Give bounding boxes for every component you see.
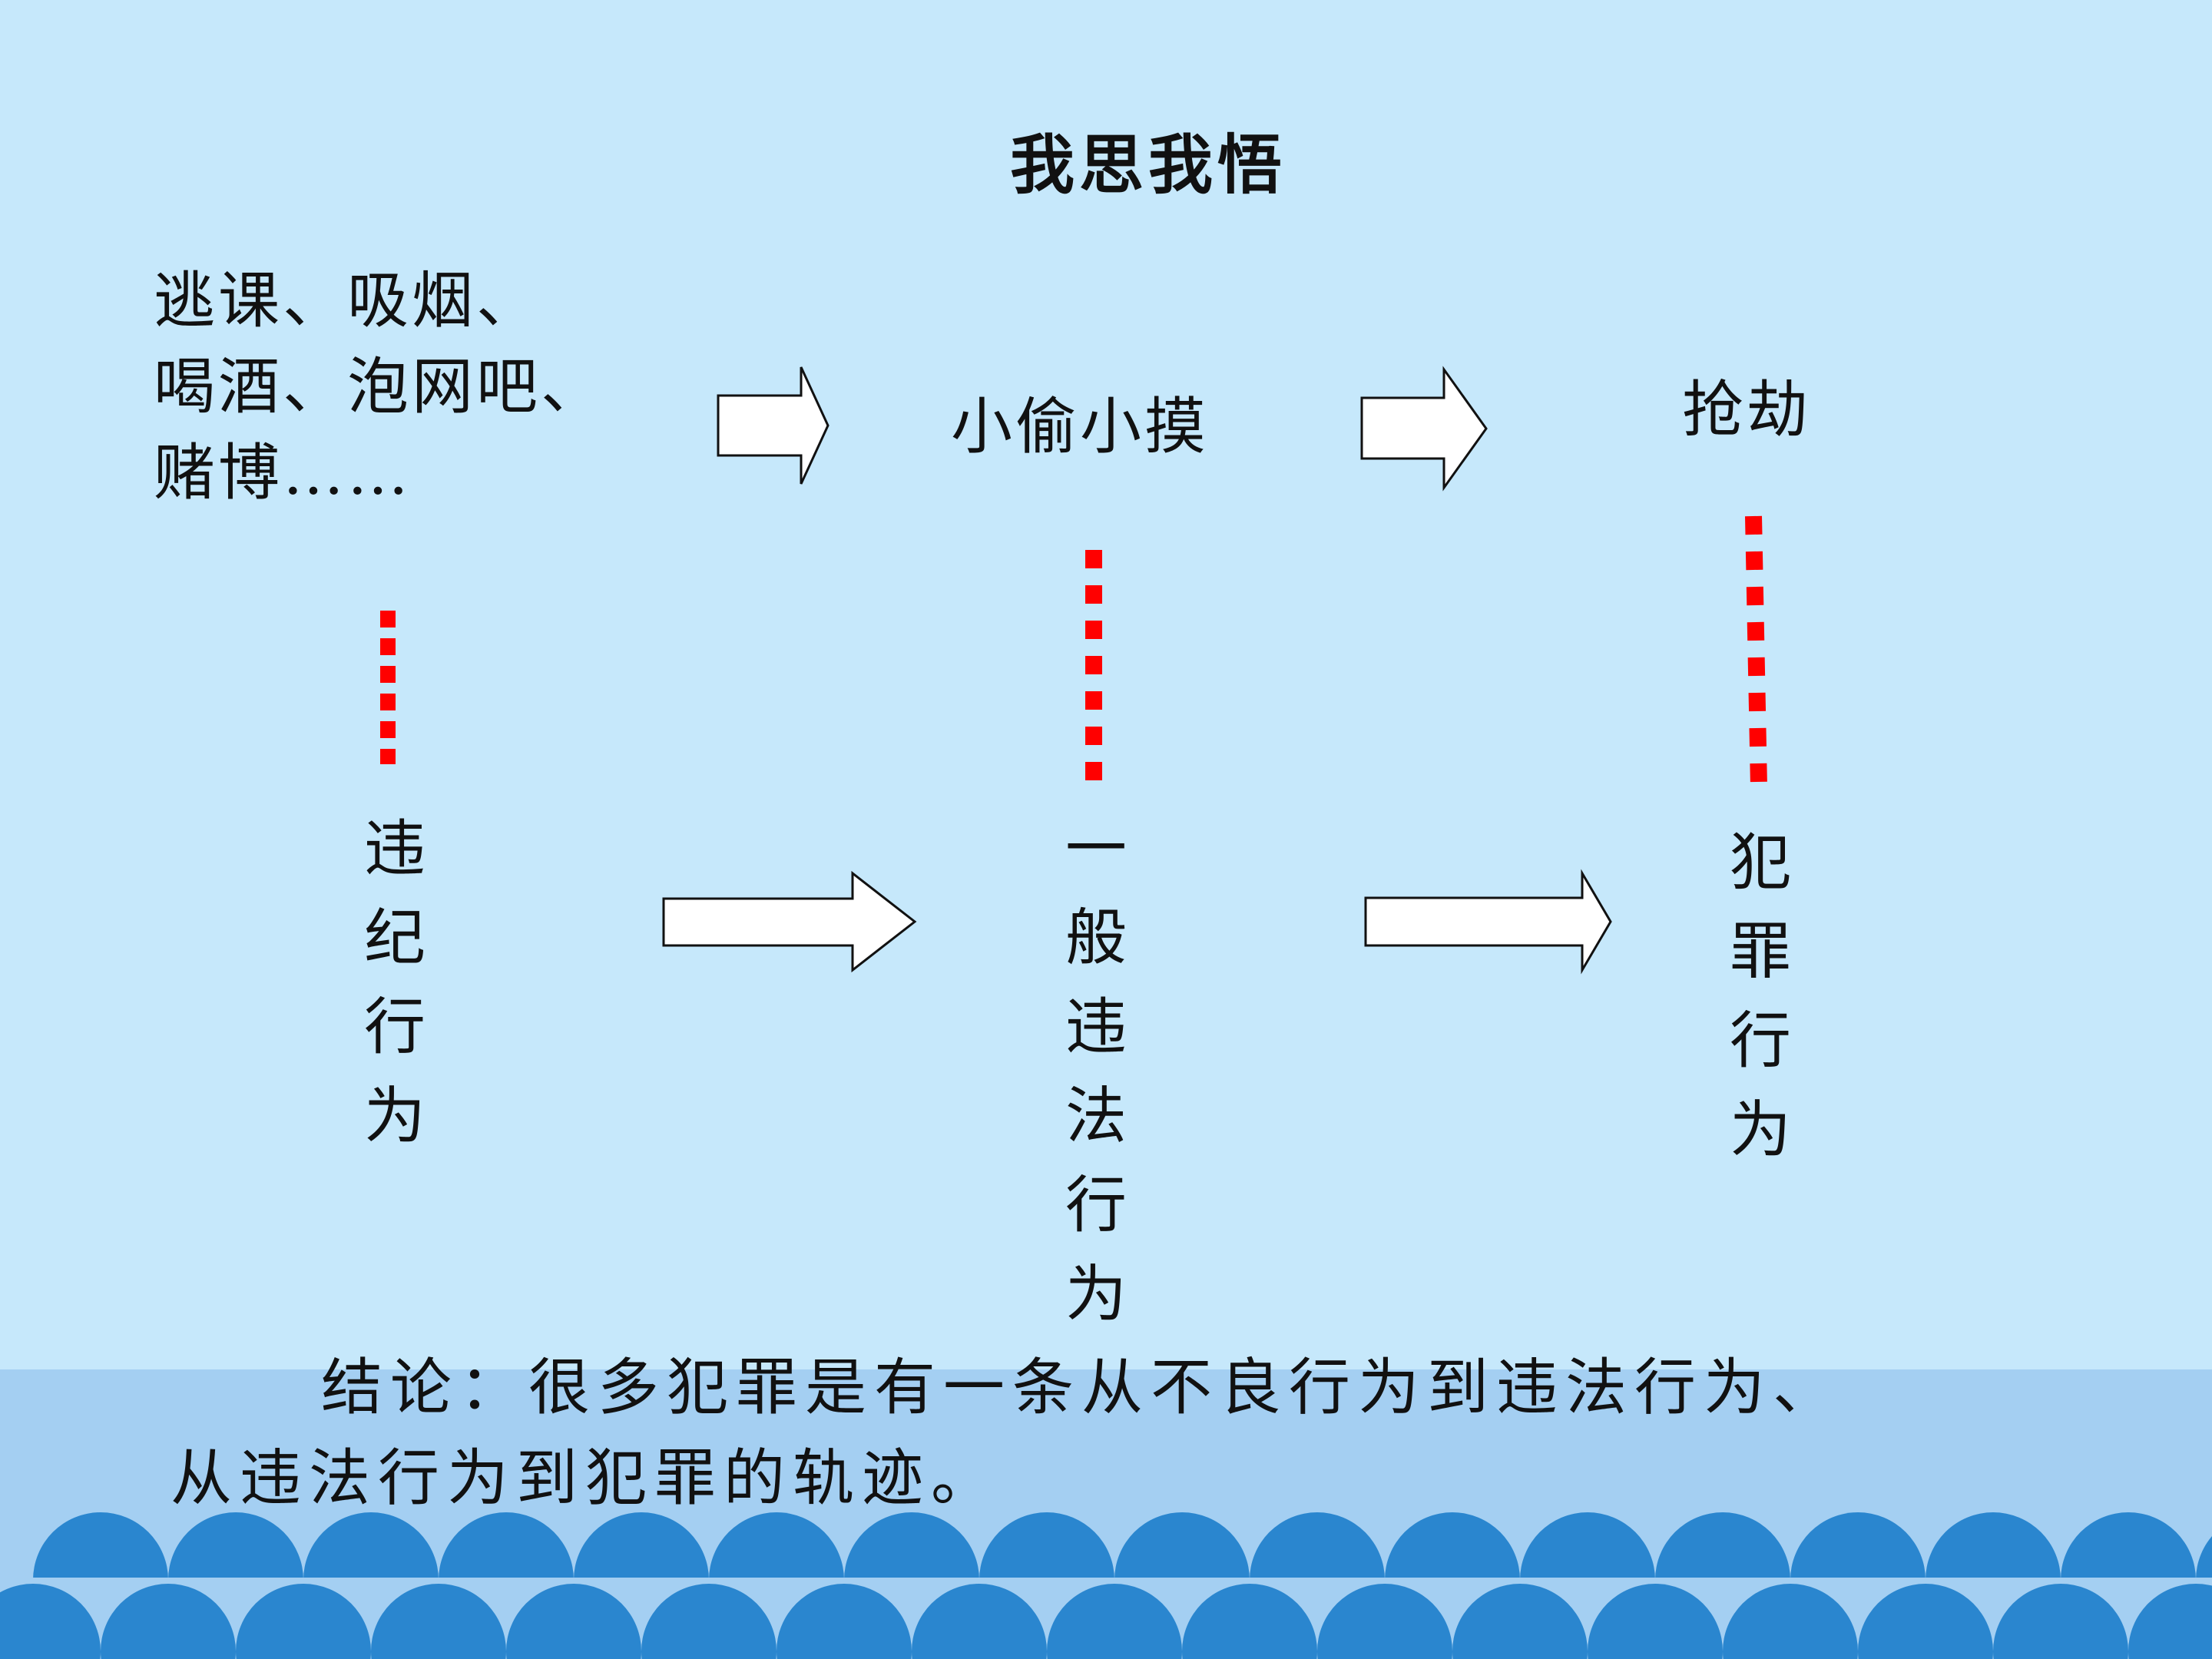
bad-behaviors-text: 逃课、吸烟、 喝酒、泡网吧、 赌博…… (154, 258, 605, 516)
arrow-right-top-2 (1360, 366, 1488, 492)
arrow-right-bottom-1 (662, 870, 917, 973)
dotted-connector-3 (1745, 515, 1767, 788)
scallop-row-top (33, 1512, 2212, 1582)
arrow-right-top-1 (717, 366, 830, 485)
general-illegal-behavior-text: 一般违法行为 (1055, 816, 1127, 1350)
robbery-text: 抢劫 (1682, 374, 1811, 445)
slide-title: 我思我悟 (1009, 127, 1286, 203)
petty-theft-text: 小偷小摸 (951, 391, 1209, 462)
conclusion-line-1: 结论：很多犯罪是有一条从不良行为到违法行为、 (321, 1352, 1842, 1423)
bad-behaviors-line-3: 赌博…… (154, 437, 412, 508)
criminal-behavior-text: 犯罪行为 (1720, 830, 1791, 1186)
disciplinary-violation-text: 违纪行为 (354, 816, 426, 1172)
bad-behaviors-line-2: 喝酒、泡网吧、 (154, 351, 605, 422)
conclusion-line-2: 从违法行为到犯罪的轨迹。 (171, 1442, 1000, 1514)
arrow-right-bottom-2 (1364, 869, 1612, 975)
bad-behaviors-line-1: 逃课、吸烟、 (154, 265, 541, 336)
scallop-row-bottom (0, 1584, 2212, 1659)
